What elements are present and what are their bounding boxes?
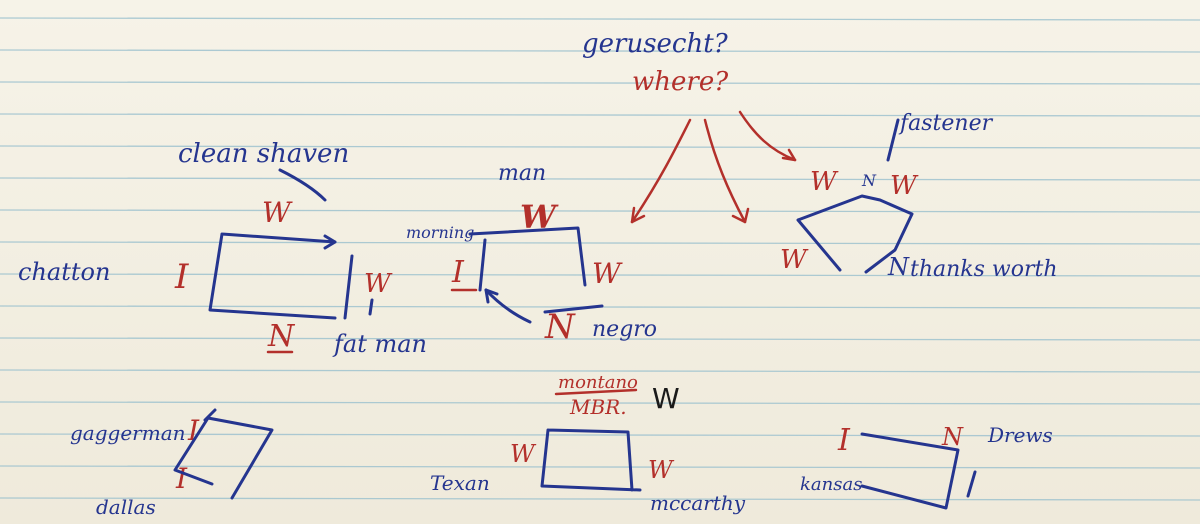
label-thanksworth: thanks worth xyxy=(910,257,1058,282)
rule-line xyxy=(0,401,1200,405)
label-man: man xyxy=(498,161,546,186)
rule-line xyxy=(0,17,1200,21)
tick-5 xyxy=(203,408,217,422)
mark-n-bottom-3: N xyxy=(887,253,910,281)
mark-i-left-7: I xyxy=(837,423,851,458)
mark-n-bottom-2: N xyxy=(544,307,576,347)
box-2 xyxy=(468,226,587,292)
rule-line xyxy=(0,465,1200,469)
arrow-clean-shaven xyxy=(278,168,327,202)
montano-rule xyxy=(554,388,638,396)
n-overline-2 xyxy=(543,304,604,314)
label-kansas: kansas xyxy=(800,474,862,495)
label-negro: negro xyxy=(592,317,657,342)
rule-line xyxy=(0,145,1200,149)
mark-n-top-7: N xyxy=(941,423,964,451)
red-arrow-3 xyxy=(738,110,797,162)
mark-w-right-2: W xyxy=(592,257,623,290)
rule-line xyxy=(0,369,1200,373)
quad-3 xyxy=(796,194,914,274)
label-mbr: MBR. xyxy=(569,395,627,419)
red-arrow-1 xyxy=(630,118,692,224)
tick-fatman xyxy=(368,298,374,316)
tick-fastener xyxy=(886,118,900,162)
red-arrow-2-head xyxy=(731,207,750,224)
mark-w-black: W xyxy=(652,382,680,415)
mark-w-top-left-3: W xyxy=(810,167,839,197)
box-1 xyxy=(208,232,337,320)
rule-line xyxy=(0,241,1200,245)
red-arrow-3-head xyxy=(781,148,797,162)
tick-7 xyxy=(966,470,977,498)
rule-line xyxy=(0,337,1200,341)
label-mccarthy: mccarthy xyxy=(650,491,746,515)
label-gaggerman: gaggerman xyxy=(70,421,186,445)
rule-line xyxy=(0,81,1200,85)
label-chatton: chatton xyxy=(18,258,110,286)
label-fat-man: fat man xyxy=(332,330,427,358)
box-6 xyxy=(540,428,642,492)
quad-7 xyxy=(860,432,960,510)
label-fastener: fastener xyxy=(898,111,994,136)
mark-i-top-5: I xyxy=(187,414,200,447)
arrow-negro xyxy=(484,288,532,324)
mark-w-left-6: W xyxy=(510,440,537,468)
mark-w-left-3: W xyxy=(780,245,809,275)
mark-i-left-2: I xyxy=(451,255,465,290)
mark-w-right-6: W xyxy=(648,456,675,484)
mark-w-top-1: W xyxy=(262,196,293,229)
label-dallas: dallas xyxy=(96,495,156,519)
rule-line xyxy=(0,49,1200,53)
mark-n-small-3: N xyxy=(861,171,877,190)
rule-line xyxy=(0,177,1200,181)
red-arrow-2 xyxy=(703,118,747,224)
label-gerusecht: gerusecht? xyxy=(582,29,729,59)
rule-line xyxy=(0,209,1200,213)
rule-line xyxy=(0,113,1200,117)
rule-line xyxy=(0,273,1200,277)
mark-n-bottom-1: N xyxy=(267,319,296,354)
arrow-negro-head xyxy=(484,288,499,304)
label-montano: montano xyxy=(558,372,638,393)
label-drews: Drews xyxy=(987,423,1053,447)
quad-5 xyxy=(173,416,274,500)
box-1-right-edge xyxy=(343,254,354,320)
label-texan: Texan xyxy=(430,471,490,495)
mark-w-top-right-3: W xyxy=(890,171,919,201)
mark-i-left-1: I xyxy=(174,257,189,297)
label-morning: morning xyxy=(406,223,474,242)
label-clean-shaven: clean shaven xyxy=(178,139,349,169)
red-arrow-1-head xyxy=(630,206,646,224)
rule-line xyxy=(0,433,1200,437)
rule-line xyxy=(0,497,1200,501)
mark-w-right-1: W xyxy=(364,269,393,299)
label-where: where? xyxy=(632,67,729,97)
